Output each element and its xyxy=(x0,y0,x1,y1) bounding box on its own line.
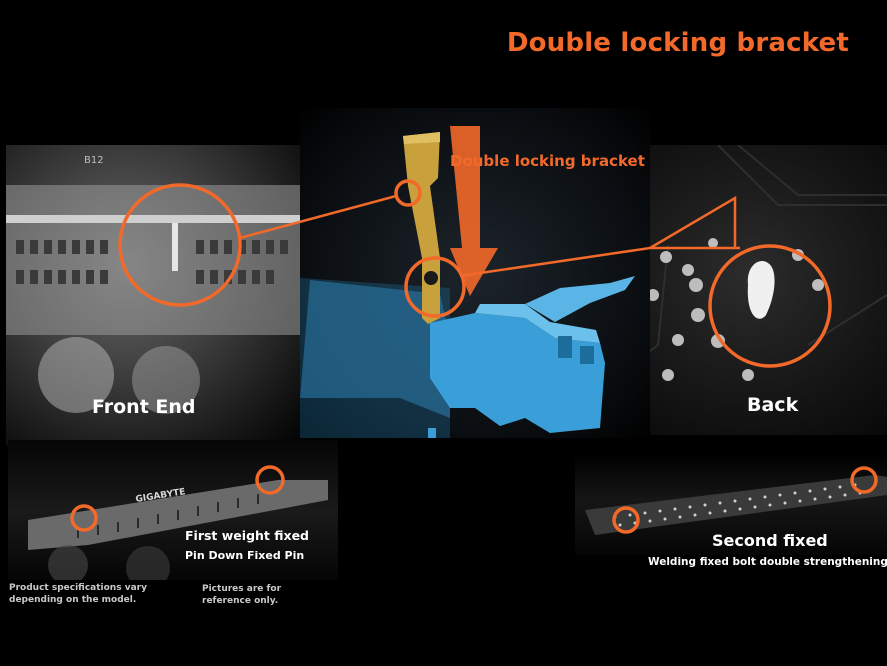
silkscreen-b12: B12 xyxy=(84,155,104,166)
back-label: Back xyxy=(747,394,799,416)
picture-disclaimer: Pictures are for reference only. xyxy=(202,584,282,606)
pin-top-callout-circle xyxy=(394,179,422,207)
pin-bottom-callout-circle xyxy=(404,256,466,318)
welding-label: Welding fixed bolt double strengthening xyxy=(648,556,887,568)
slot-left-end-callout-circle xyxy=(255,465,285,495)
slot-photo-right xyxy=(575,455,887,555)
front-end-photo: B12 xyxy=(6,145,306,445)
front-callout-circle xyxy=(118,183,242,307)
slot-right-callout-circle xyxy=(612,506,640,534)
second-fixed-label: Second fixed xyxy=(712,531,828,550)
front-connector-line xyxy=(239,194,397,240)
slot-photo-left: GIGABYTE xyxy=(8,440,338,580)
spec-disclaimer: Product specifications vary depending on… xyxy=(9,583,147,605)
front-end-label: Front End xyxy=(92,396,196,418)
slot-right-end-callout-circle xyxy=(850,466,878,494)
back-callout-circle xyxy=(708,244,832,368)
slot-left-callout-circle xyxy=(70,504,98,532)
first-weight-fixed-label: First weight fixed xyxy=(185,528,309,543)
bracket-callout-label: Double locking bracket xyxy=(450,152,645,170)
page-title: Double locking bracket xyxy=(506,28,849,58)
back-connector-line-a xyxy=(459,246,740,278)
back-connector-line-b xyxy=(649,195,737,250)
pin-down-label: Pin Down Fixed Pin xyxy=(185,549,305,562)
